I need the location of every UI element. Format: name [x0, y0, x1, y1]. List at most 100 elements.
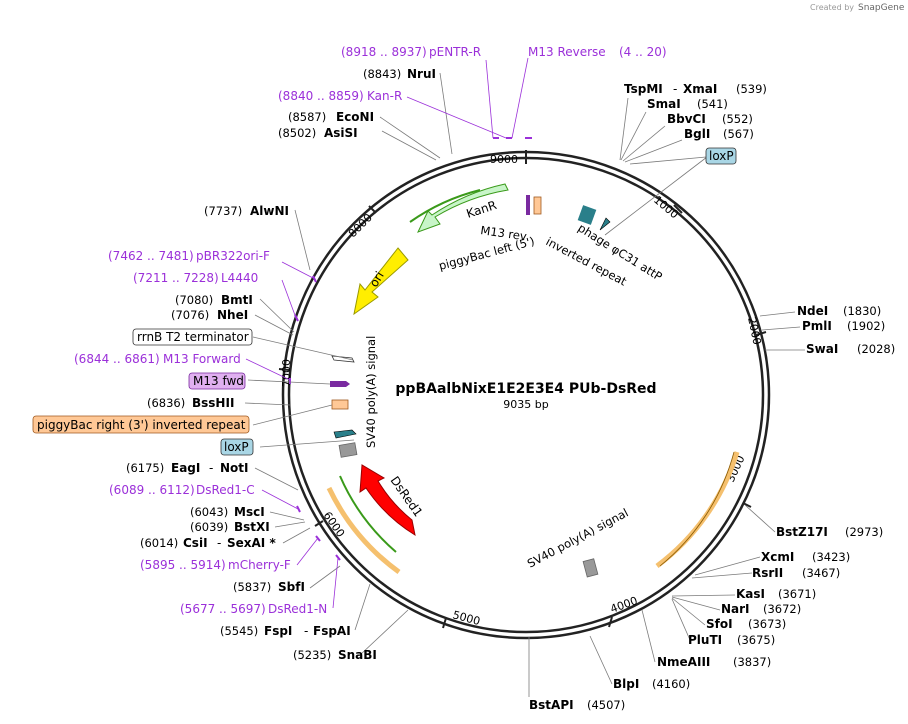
enzyme-nrui-pos: (8843): [363, 67, 401, 81]
leader-line: [671, 594, 736, 597]
enzyme-nrui-name: NruI: [407, 67, 436, 81]
enzyme-sexai-name: SexAI *: [227, 536, 276, 550]
primer-mark: [312, 275, 317, 283]
sv40-right-label: SV40 poly(A) signal: [525, 506, 631, 571]
enzyme-swai-pos: (2028): [857, 342, 895, 356]
primer-mark: [296, 505, 301, 513]
enzyme-pluti-name: PluTI: [688, 633, 722, 647]
tick-mark: [442, 617, 447, 629]
leader-line: [294, 209, 311, 271]
enzyme-bstxi-name: BstXI: [234, 520, 270, 534]
primer-leader: [511, 57, 529, 139]
tick-label-9000: 9000: [490, 153, 518, 166]
leader-line: [252, 336, 354, 361]
leader-line: [282, 527, 311, 544]
leader-line: [694, 556, 761, 576]
green-arc-top: [409, 189, 481, 223]
primer-mark: [335, 554, 341, 561]
enzyme-rsrii-pos: (3467): [802, 566, 840, 580]
leader-line: [309, 565, 341, 589]
leader-line: [620, 111, 647, 161]
primer-pbr322-name: pBR322ori-F: [196, 249, 270, 263]
enzyme-fspi-name: FspI: [264, 624, 292, 638]
primer-dsred1n-name: DsRed1-N: [268, 602, 327, 616]
leader-line: [381, 130, 437, 161]
primer-leader: [281, 279, 297, 319]
piggybac-right-label: piggyBac right (3') inverted repeat: [37, 418, 246, 432]
orf-arc-left: [326, 486, 401, 575]
enzyme-sfoi-pos: (3673): [748, 617, 786, 631]
primer-leader: [332, 557, 339, 609]
leader-line: [604, 156, 708, 236]
primer-dsred1c-name: DsRed1-C: [196, 483, 255, 497]
tick-mark: [278, 368, 290, 371]
piggybac-left-feature: [533, 196, 542, 215]
svg-text:-: -: [217, 536, 221, 550]
primer-mcherryf-name: mCherry-F: [228, 558, 291, 572]
enzyme-bstxi-pos: (6039): [190, 520, 228, 534]
tick-mark: [673, 204, 683, 214]
leader-line: [641, 609, 656, 663]
enzyme-fspi-pos: (5545): [220, 624, 258, 638]
primer-kanr-name: Kan-R: [367, 89, 402, 103]
enzyme-sbfi-name: SbfI: [278, 580, 305, 594]
leader-line: [744, 504, 776, 533]
plasmid-name: ppBAalbNixE1E2E3E4 PUb-DsRed: [395, 381, 656, 397]
enzyme-kasi-pos: (3671): [778, 587, 816, 601]
enzyme-bmti-name: BmtI: [221, 293, 253, 307]
piggybac-right-box: [32, 415, 250, 434]
primer-kanr-range: (8840 .. 8859): [278, 89, 364, 103]
loxp-top-feature: [599, 217, 611, 231]
enzyme-pmli-pos: (1902): [847, 319, 885, 333]
leader-line: [254, 314, 294, 336]
leader-line: [622, 125, 666, 162]
enzyme-sbfi-pos: (5837): [233, 580, 271, 594]
credit-text: Created by: [810, 3, 854, 12]
enzyme-ndei-pos: (1830): [843, 304, 881, 318]
m13fwd-feature: [330, 381, 350, 387]
sv40-left-label: SV40 poly(A) signal: [364, 336, 378, 448]
leader-line: [624, 139, 683, 163]
primer-l4440-range: (7211 .. 7228): [133, 271, 219, 285]
tick-mark: [314, 520, 324, 527]
enzyme-econi-pos: (8587): [288, 110, 326, 124]
leader-line: [247, 379, 331, 385]
enzyme-bgli-pos: (567): [723, 127, 754, 141]
phage-feature: [577, 205, 597, 225]
enzyme-snabi-name: SnaBI: [338, 648, 377, 662]
leader-line: [259, 298, 295, 333]
primer-dsred1c-range: (6089 .. 6112): [109, 483, 195, 497]
enzyme-csii-pos: (6014): [140, 536, 178, 550]
loxp-left-label: loxP: [224, 440, 249, 454]
loxp-top-box: [705, 147, 737, 165]
loxp-top-label: loxP: [709, 149, 734, 163]
enzyme-nmeaiii-name: NmeAIII: [657, 655, 710, 669]
primer-l4440-name: L4440: [221, 271, 258, 285]
tick-mark: [755, 331, 767, 336]
enzyme-swai-name: SwaI: [806, 342, 838, 356]
leader-line: [379, 116, 441, 159]
primer-m13rev-range: (4 .. 20): [619, 45, 667, 59]
m13fwd-box: [188, 372, 246, 390]
leader-line: [619, 97, 629, 161]
enzyme-asisi-pos: (8502): [278, 126, 316, 140]
svg-text:-: -: [209, 461, 213, 475]
enzyme-asisi-name: AsiSI: [324, 126, 358, 140]
svg-text:-: -: [304, 624, 308, 638]
enzyme-nmeaiii-pos: (3837): [733, 655, 771, 669]
enzyme-smai-pos: (541): [697, 97, 728, 111]
enzyme-bgli-name: BglI: [684, 127, 710, 141]
enzyme-nari-pos: (3672): [763, 602, 801, 616]
piggybac-right-feature: [331, 399, 349, 410]
enzyme-fspai-name: FspAI: [313, 624, 351, 638]
plasmid-length: 9035 bp: [503, 398, 548, 411]
kanr-label: KanR: [465, 198, 499, 221]
tick-label-2000: 2000: [745, 316, 764, 346]
primer-leader: [296, 537, 319, 566]
enzyme-blpi-name: BlpI: [613, 677, 639, 691]
enzyme-rsrii-name: RsrII: [752, 566, 783, 580]
leader-line: [671, 598, 691, 641]
enzyme-bstz17i-pos: (2973): [845, 525, 883, 539]
enzyme-nari-name: NarI: [721, 602, 750, 616]
